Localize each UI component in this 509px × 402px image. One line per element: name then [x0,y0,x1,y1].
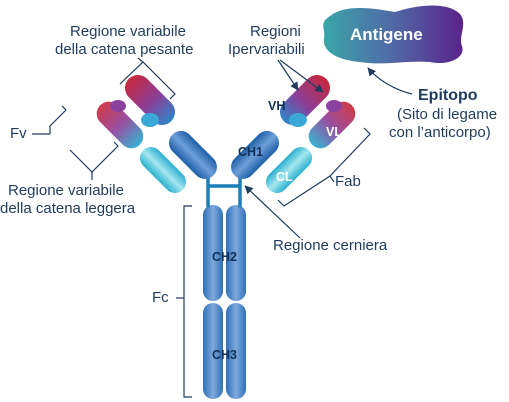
right-ch1-domain [231,130,280,179]
cl-label: CL [276,170,293,184]
epitope-line2: con l’anticorpo) [389,124,491,141]
epitope-line1: (Sito di legame [397,106,497,123]
fab-bracket [277,127,371,207]
epitope-arrow [367,67,413,95]
left-fab-arm [96,74,217,194]
heavy-variable-label-line1: Regione variabile [70,23,186,40]
ch3-label: CH3 [212,348,237,362]
ch3-right-domain [226,303,246,399]
right-hypervariable-spot [289,113,307,127]
left-vh-domain [124,74,176,126]
fab-label: Fab [335,173,361,190]
vl-label: VL [326,125,342,139]
fc-bracket [176,205,192,398]
heavy-variable-label-line2: della catena pesante [55,41,193,58]
antigen-label: Antigene [350,25,423,44]
left-ch1-domain [168,130,217,179]
left-cl-domain [139,146,187,194]
left-hypervariable-spot [141,113,159,127]
heavy-variable-bracket [119,57,176,100]
hypervariable-arrow-left [277,59,299,91]
light-variable-label-line2: della catena leggera [0,200,136,217]
ch2-label: CH2 [212,250,237,264]
hinge-label: Regione cerniera [273,237,388,254]
left-vl-domain [96,101,144,149]
epitope-title: Epitopo [418,87,478,104]
fv-bracket [32,105,67,135]
fv-label: Fv [10,125,27,142]
ch3-left-domain [203,303,223,399]
fc-label: Fc [152,289,169,306]
hypervariable-label-line2: Ipervariabili [228,41,305,58]
hypervariable-label-line1: Regioni [250,23,301,40]
ch1-label: CH1 [238,145,263,159]
ch2-left-domain [203,205,223,301]
hinge-arrow [244,185,301,239]
light-variable-bracket [69,141,119,180]
light-variable-label-line1: Regione variabile [8,182,124,199]
vh-label: VH [268,99,285,113]
hypervariable-arrow-right [279,59,324,93]
fc-stem [203,205,246,399]
antigen-blob [323,5,464,64]
right-vl-domain [308,101,356,149]
ch2-right-domain [226,205,246,301]
right-cl-domain [265,146,313,194]
